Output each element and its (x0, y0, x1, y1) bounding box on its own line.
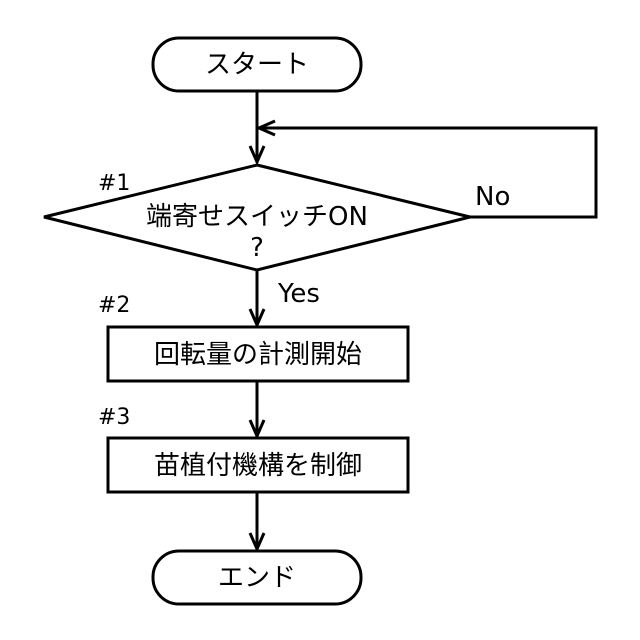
process1-step-number: #2 (98, 293, 130, 318)
end-label: エンド (218, 563, 296, 593)
decision-question-mark: ? (250, 233, 264, 263)
decision-label: 端寄せスイッチON (146, 202, 368, 232)
no-branch-label: No (475, 182, 510, 212)
process1-label: 回転量の計測開始 (154, 340, 362, 370)
start-label: スタート (205, 50, 309, 80)
process2-step-number: #3 (98, 405, 130, 430)
process2-label: 苗植付機構を制御 (154, 451, 362, 481)
yes-branch-label: Yes (277, 279, 320, 309)
decision-step-number: #1 (98, 171, 130, 196)
